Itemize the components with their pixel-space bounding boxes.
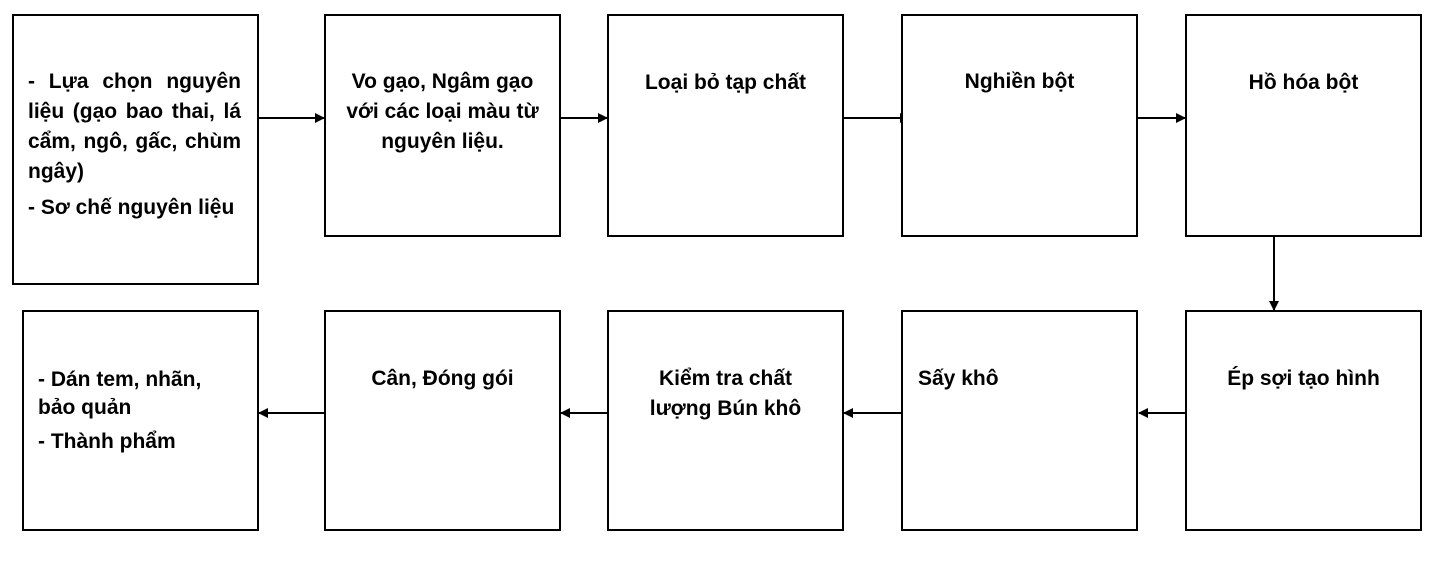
node-box-n3 (607, 14, 844, 237)
node-box-n4 (901, 14, 1138, 237)
node-line: - Thành phẩm (38, 430, 176, 453)
node-line: Hồ hóa bột (1248, 71, 1359, 94)
node-box-n1 (12, 14, 259, 285)
node-text-n10: - Dán tem, nhãn, bảo quản - Thành phẩm (38, 366, 243, 456)
node-text-n4: Nghiền bột (901, 67, 1138, 97)
node-text-n2: Vo gạo, Ngâm gạo với các loại màu từ ngu… (346, 67, 539, 157)
node-box-n5 (1185, 14, 1422, 237)
node-text-n8: Kiểm tra chất lượng Bún khô (632, 364, 819, 424)
node-text-n6: Ép sợi tạo hình (1185, 364, 1422, 394)
node-box-n2 (324, 14, 561, 237)
node-line: Kiểm tra chất lượng Bún khô (649, 367, 802, 420)
node-text-n9: Cân, Đóng gói (324, 364, 561, 394)
node-line: Cân, Đóng gói (371, 367, 514, 390)
node-line: - Lựa chọn nguyên liệu (gạo bao thai, lá… (28, 70, 241, 183)
node-box-n9 (324, 310, 561, 531)
node-box-n8 (607, 310, 844, 531)
node-box-n6 (1185, 310, 1422, 531)
node-text-n7: Sấy khô (918, 364, 1118, 394)
node-text-n5: Hồ hóa bột (1185, 68, 1422, 98)
node-line: Ép sợi tạo hình (1227, 367, 1380, 390)
node-text-n3: Loại bỏ tạp chất (607, 68, 844, 98)
node-box-n10 (22, 310, 259, 531)
node-text-n1: - Lựa chọn nguyên liệu (gạo bao thai, lá… (28, 67, 241, 223)
node-line: - Dán tem, nhãn, bảo quản (38, 368, 202, 419)
node-line: Nghiền bột (964, 70, 1075, 93)
node-line: Sấy khô (918, 367, 999, 390)
node-line: Loại bỏ tạp chất (644, 71, 806, 94)
node-line: Vo gạo, Ngâm gạo với các loại màu từ ngu… (346, 70, 539, 153)
node-line: - Sơ chế nguyên liệu (28, 196, 235, 219)
node-box-n7 (901, 310, 1138, 531)
